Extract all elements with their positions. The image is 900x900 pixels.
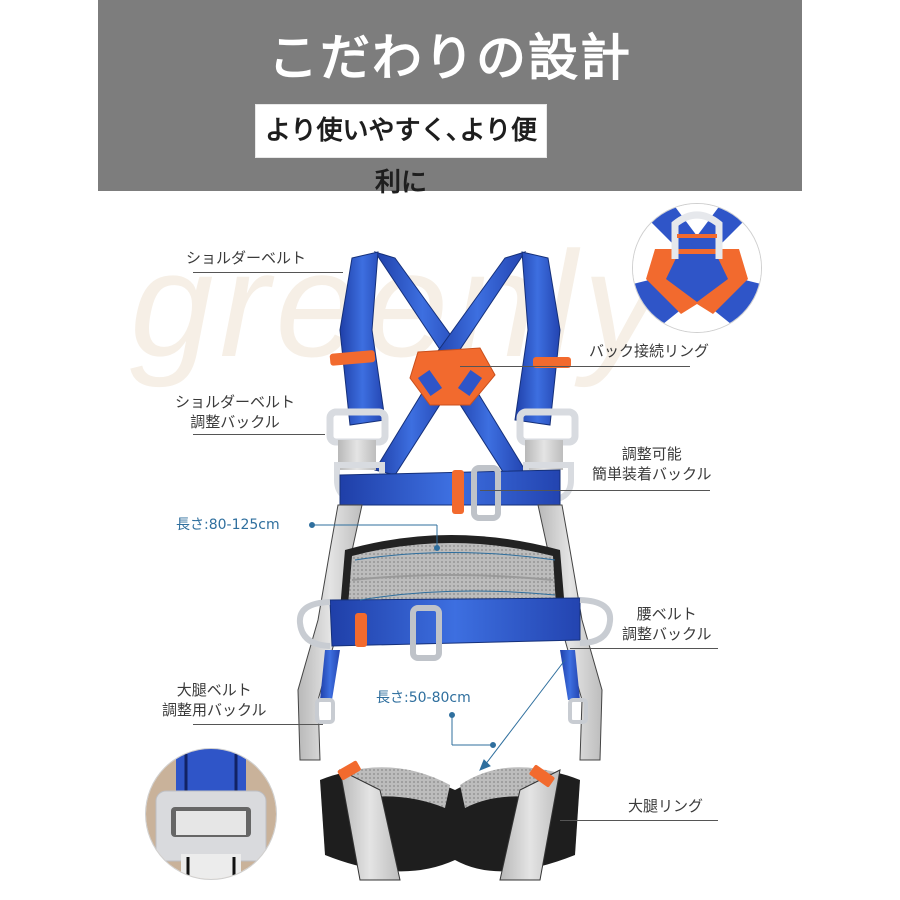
label-thigh-buckle-line1: 大腿ベルト [176, 681, 252, 699]
header-banner: こだわりの設計 より使いやすく､より便利に [98, 0, 802, 198]
leader-line [480, 490, 710, 491]
buckle-detail-inset [145, 748, 277, 880]
label-easy-buckle: 調整可能 簡単装着バックル [592, 444, 712, 484]
label-shoulder-buckle: ショルダーベルト 調整バックル [175, 392, 295, 432]
label-waist-buckle-line1: 腰ベルト [636, 605, 697, 623]
label-shoulder-buckle-line2: 調整バックル [190, 413, 280, 431]
label-thigh-length: 長さ:50-80cm [376, 690, 471, 706]
label-thigh-buckle: 大腿ベルト 調整用バックル [162, 680, 267, 720]
leader-line [570, 648, 718, 649]
label-waist-length: 長さ:80-125cm [176, 517, 280, 533]
label-back-ring: バック接続リング [589, 342, 710, 360]
label-shoulder-belt: ショルダーベルト [186, 249, 307, 267]
label-thigh-buckle-line2: 調整用バックル [162, 701, 267, 719]
label-easy-buckle-line1: 調整可能 [621, 445, 682, 463]
label-waist-buckle-line2: 調整バックル [622, 625, 712, 643]
label-shoulder-buckle-line1: ショルダーベルト [175, 393, 296, 411]
leader-line [560, 820, 718, 821]
back-ring-detail-inset [632, 203, 762, 333]
banner-title: こだわりの設計 [268, 28, 632, 87]
leader-line [193, 724, 323, 725]
leader-line [460, 366, 690, 367]
label-easy-buckle-line2: 簡単装着バックル [592, 465, 712, 483]
banner-subtitle: より使いやすく､より便利に [265, 116, 537, 198]
label-thigh-ring: 大腿リング [628, 797, 704, 815]
subtitle-box: より使いやすく､より便利に [255, 104, 547, 198]
leader-line [193, 272, 343, 273]
back-ring-detail-image [633, 204, 761, 332]
label-waist-buckle: 腰ベルト 調整バックル [622, 604, 712, 644]
buckle-detail-image [146, 749, 276, 879]
leader-line [193, 434, 325, 435]
